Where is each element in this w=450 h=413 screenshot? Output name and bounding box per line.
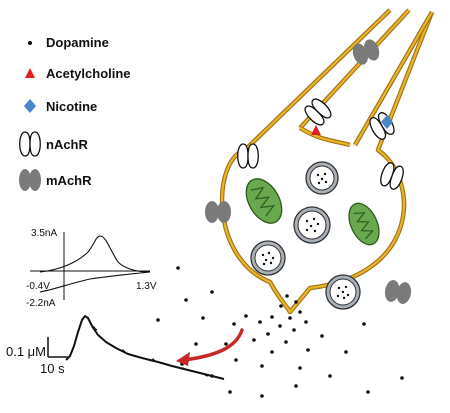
machr-receptor: [352, 39, 380, 65]
axon-membrane-right-wall: [300, 128, 378, 150]
machr-receptor: [384, 280, 412, 304]
vesicle: [293, 206, 331, 244]
vesicle: [250, 240, 286, 276]
vesicle: [305, 161, 339, 195]
machr-icon: [19, 169, 41, 191]
nicotine-molecule: [381, 115, 393, 129]
dopamine-trace: 0.1 μM 10 s: [6, 315, 225, 380]
cv-voltage-min-label: -0.4V: [26, 281, 50, 292]
acetylcholine-molecule: [311, 125, 321, 135]
trace-curve: [65, 315, 225, 380]
acetylcholine-triangle-icon: [25, 68, 35, 78]
legend-nicotine-label: Nicotine: [46, 99, 97, 114]
mitochondrion: [245, 178, 283, 224]
nachr-receptor: [237, 143, 259, 169]
dopamine-dot-icon: [28, 41, 32, 45]
legend-nachr-label: nAchR: [46, 137, 89, 152]
legend-dopamine-label: Dopamine: [46, 35, 109, 50]
legend-acetylcholine-label: Acetylcholine: [46, 66, 131, 81]
scale-y-label: 0.1 μM: [6, 344, 46, 359]
scale-x-label: 10 s: [40, 361, 65, 376]
nachr-receptor: [380, 162, 404, 190]
vesicle: [325, 274, 361, 310]
nachr-icon: [19, 131, 41, 157]
legend: Dopamine Acetylcholine Nicotine nAchR mA…: [19, 35, 131, 191]
nicotine-diamond-icon: [24, 99, 36, 113]
voltammogram-inset: 3.5nA -0.4V -2.2nA 1.3V: [26, 228, 157, 309]
cv-current-min-label: -2.2nA: [26, 298, 56, 309]
cv-voltage-max-label: 1.3V: [136, 281, 157, 292]
cv-current-max-label: 3.5nA: [31, 228, 57, 239]
legend-machr-label: mAchR: [46, 173, 92, 188]
dopamine-particles: [156, 266, 404, 398]
nachr-receptor: [304, 98, 332, 126]
release-arrow: [176, 328, 244, 366]
machr-receptor: [205, 201, 231, 223]
cv-curve: [39, 235, 151, 293]
mitochondrion: [348, 202, 380, 246]
